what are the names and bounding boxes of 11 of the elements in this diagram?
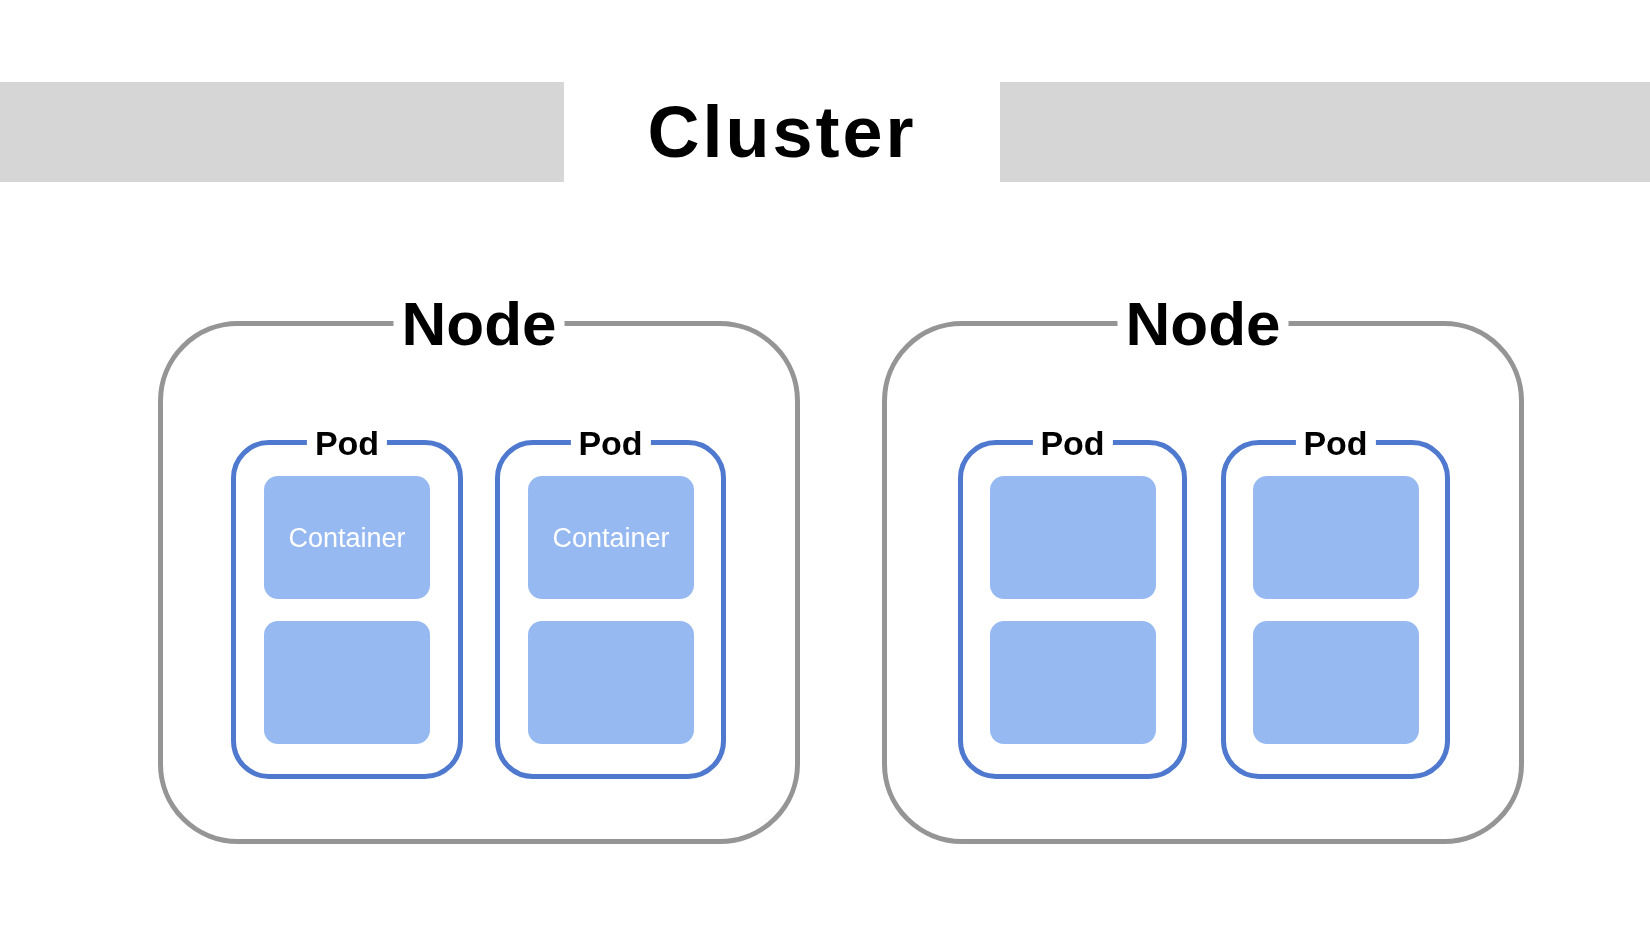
container-label: Container <box>551 522 671 553</box>
title: Cluster <box>647 91 917 173</box>
container-box <box>1253 621 1419 744</box>
container-box <box>264 621 430 744</box>
container-box <box>990 621 1156 744</box>
container-box <box>990 476 1156 599</box>
container-box <box>264 476 430 599</box>
container-label: Container <box>287 522 407 553</box>
container-box <box>528 476 694 599</box>
container-box <box>528 621 694 744</box>
container-box <box>1253 476 1419 599</box>
